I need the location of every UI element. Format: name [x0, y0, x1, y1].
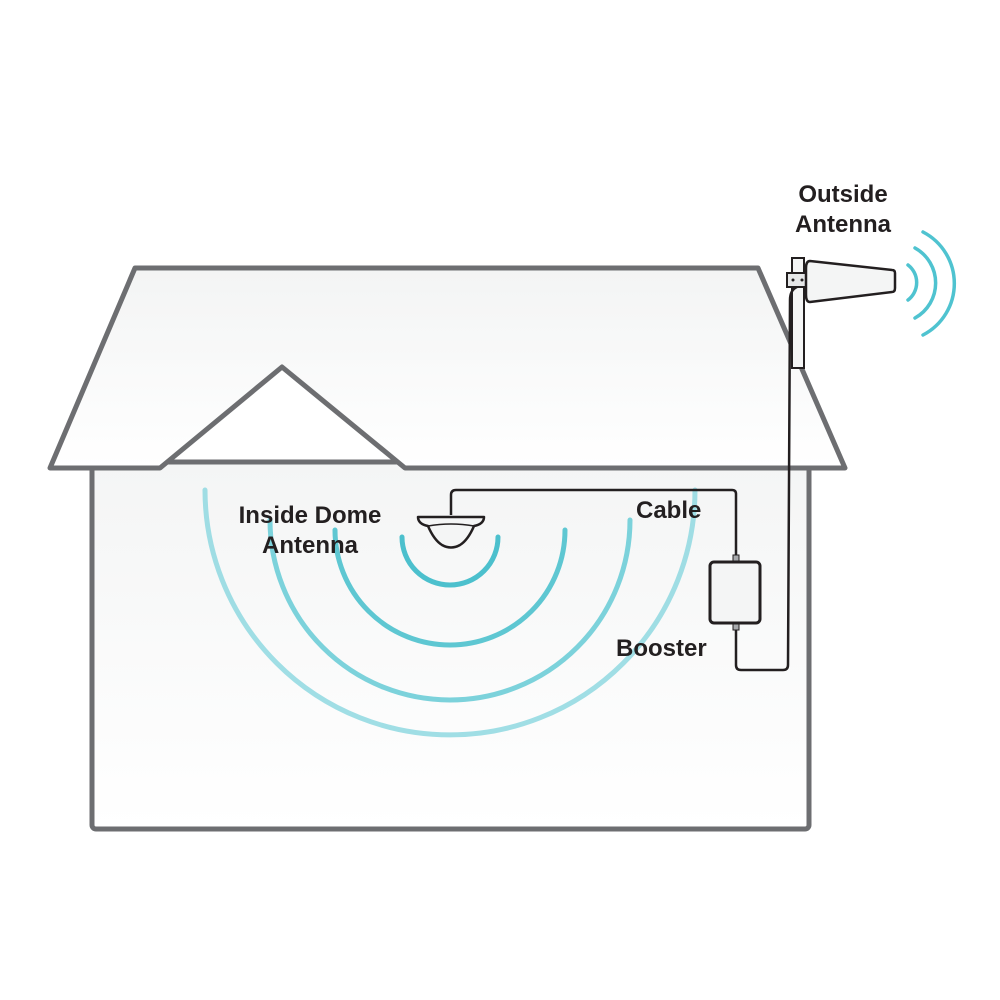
- outside-antenna: [804, 259, 897, 304]
- house-roof: [47, 265, 848, 471]
- booster-unit: [708, 554, 762, 631]
- inside-dome-antenna-label: Inside Dome Antenna: [220, 501, 400, 561]
- inside-dome-antenna: [416, 515, 486, 549]
- outdoor-signal-waves: [906, 230, 957, 337]
- indoor-signal-waves: [202, 487, 698, 738]
- inside-dome-label-line2: Antenna: [262, 532, 358, 559]
- outside-antenna-label: Outside Antenna: [783, 180, 903, 240]
- cable-label: Cable: [636, 497, 702, 524]
- booster-label: Booster: [616, 635, 707, 662]
- outside-antenna-label-line2: Antenna: [795, 211, 891, 238]
- inside-dome-label-line1: Inside Dome: [238, 502, 382, 529]
- outside-antenna-label-line1: Outside: [798, 181, 888, 208]
- cable: [449, 285, 798, 672]
- antenna-mast: [786, 257, 810, 369]
